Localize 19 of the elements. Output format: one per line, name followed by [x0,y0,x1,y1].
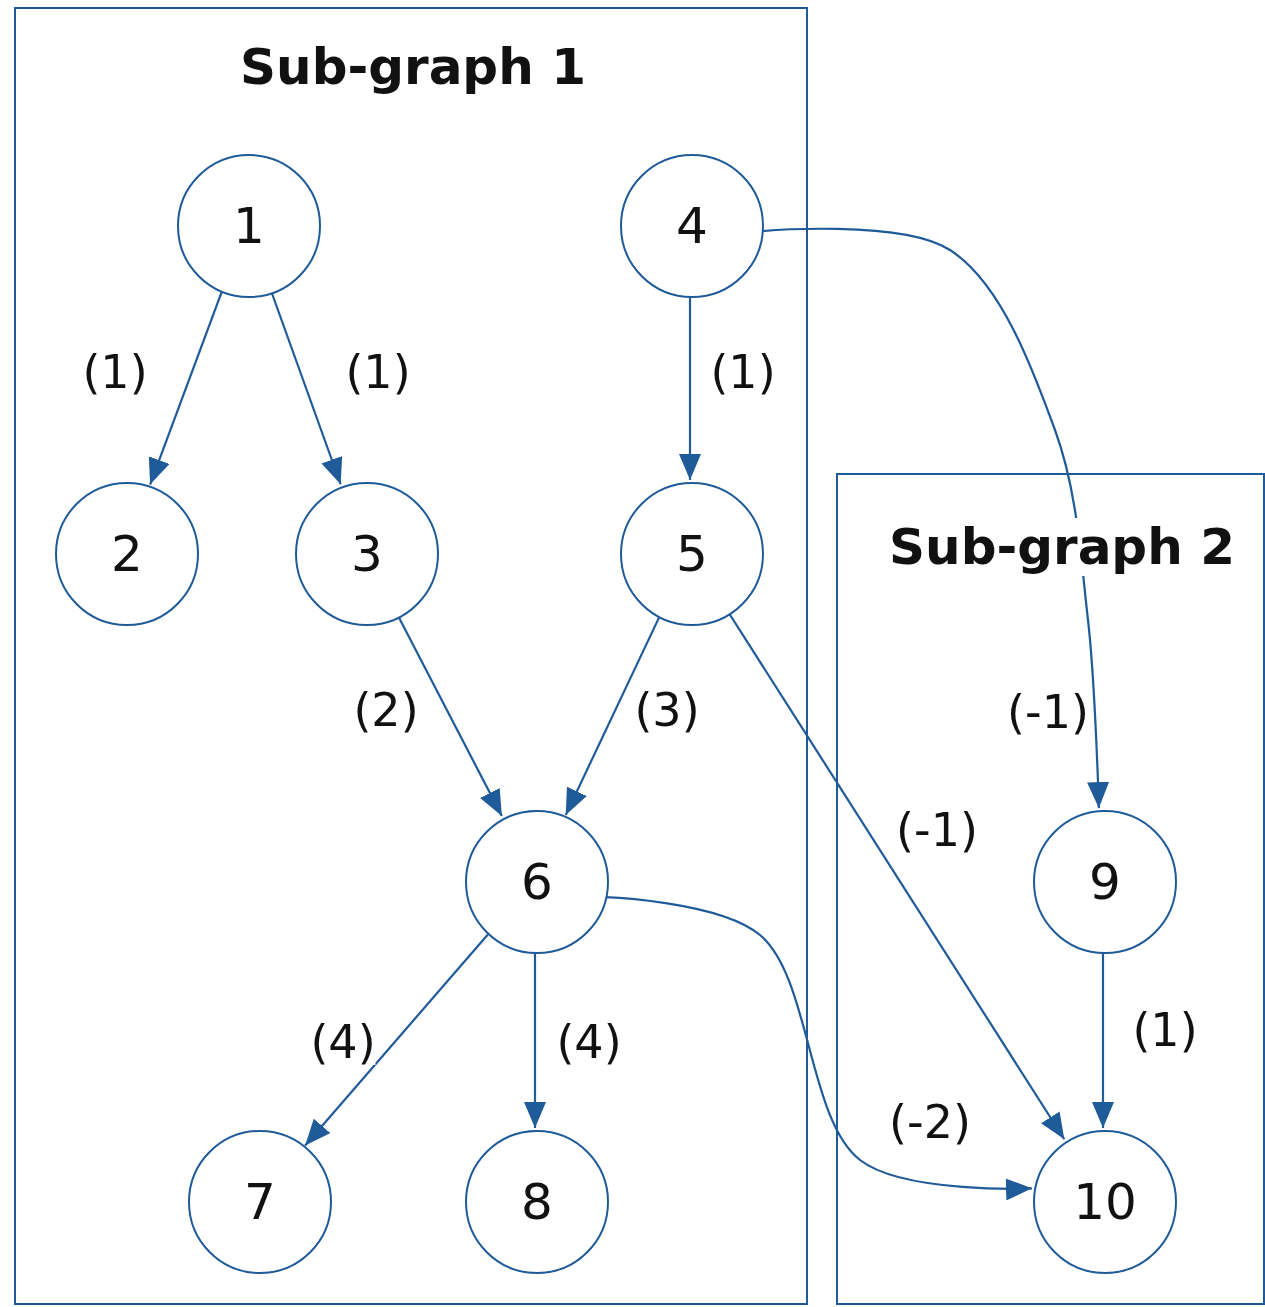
graph-node-circle: 7 [188,1130,332,1274]
graph-node-circle: 9 [1033,810,1177,954]
arrow [524,952,546,1128]
arrow [679,296,701,480]
subgraph-frame [14,7,808,1305]
arrow [1092,952,1114,1128]
arrow [564,616,661,816]
graph-node-circle: 3 [295,482,439,626]
graph-node-circle: 6 [465,810,609,954]
graph-node-circle: 5 [620,482,764,626]
graph-node-circle: 4 [620,154,764,298]
arrow [304,933,489,1147]
arrow [761,227,1110,809]
graph-node-circle: 10 [1033,1130,1177,1274]
arrow [727,612,1066,1140]
arrow [148,291,223,485]
graph-node-circle: 1 [177,154,321,298]
graph-node-circle: 8 [465,1130,609,1274]
graph-node-circle: 2 [55,482,199,626]
